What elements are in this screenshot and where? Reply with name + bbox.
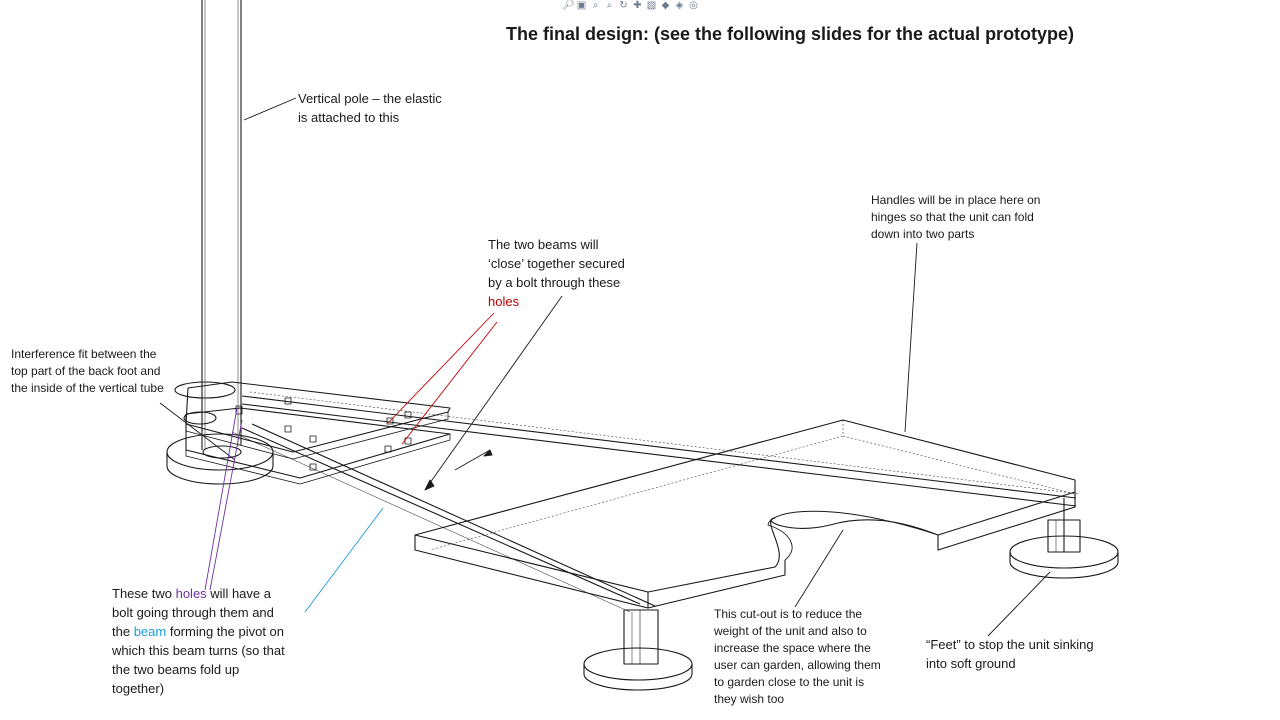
- back-foot: [166, 433, 274, 485]
- view-toolbar: 🔎︎ ▣ ⌕ ⌕ ↻ ✚ ▧ ◆ ◈ ◎: [562, 0, 699, 12]
- label-handles: Handles will be in place here on hinges …: [871, 193, 1041, 241]
- label-beams-close: The two beams will ‘close’ together secu…: [488, 237, 625, 309]
- label-vertical-pole: Vertical pole – the elastic is attached …: [298, 91, 442, 125]
- bolt-holes: [235, 397, 412, 471]
- cyan-leader-line: [304, 507, 384, 613]
- vertical-pole: [201, 0, 242, 450]
- zoom-fit-icon[interactable]: ⌕: [592, 0, 599, 11]
- section-icon[interactable]: ◆: [661, 0, 670, 11]
- upper-beam: [174, 381, 1081, 507]
- leader-lines: [159, 97, 1051, 637]
- purple-leader-lines: [204, 407, 243, 591]
- lower-beam: [183, 407, 656, 613]
- rotate-icon[interactable]: ↻: [619, 0, 628, 11]
- label-holes-pivot: These two holes will have a bolt going t…: [112, 586, 285, 696]
- front-foot-left: [583, 609, 693, 691]
- label-interference-fit: Interference fit between the top part of…: [11, 347, 164, 395]
- platform: [414, 419, 1076, 609]
- view-orientation-icon[interactable]: ▧: [646, 0, 657, 11]
- front-foot-right: [1009, 498, 1119, 579]
- appearance-icon[interactable]: ◎: [689, 0, 698, 11]
- zoom-icon[interactable]: 🔎︎: [562, 0, 575, 11]
- pan-icon[interactable]: ✚: [633, 0, 642, 11]
- zoom-sheet-icon[interactable]: ⌕: [606, 0, 613, 11]
- zoom-area-icon[interactable]: ▣: [576, 0, 587, 11]
- red-leader-lines: [387, 312, 498, 445]
- page-title: The final design: (see the following sli…: [506, 24, 1075, 44]
- label-cut-out: This cut-out is to reduce the weight of …: [714, 607, 881, 706]
- label-feet: “Feet” to stop the unit sinking into sof…: [926, 637, 1094, 671]
- display-style-icon[interactable]: ◈: [675, 0, 684, 11]
